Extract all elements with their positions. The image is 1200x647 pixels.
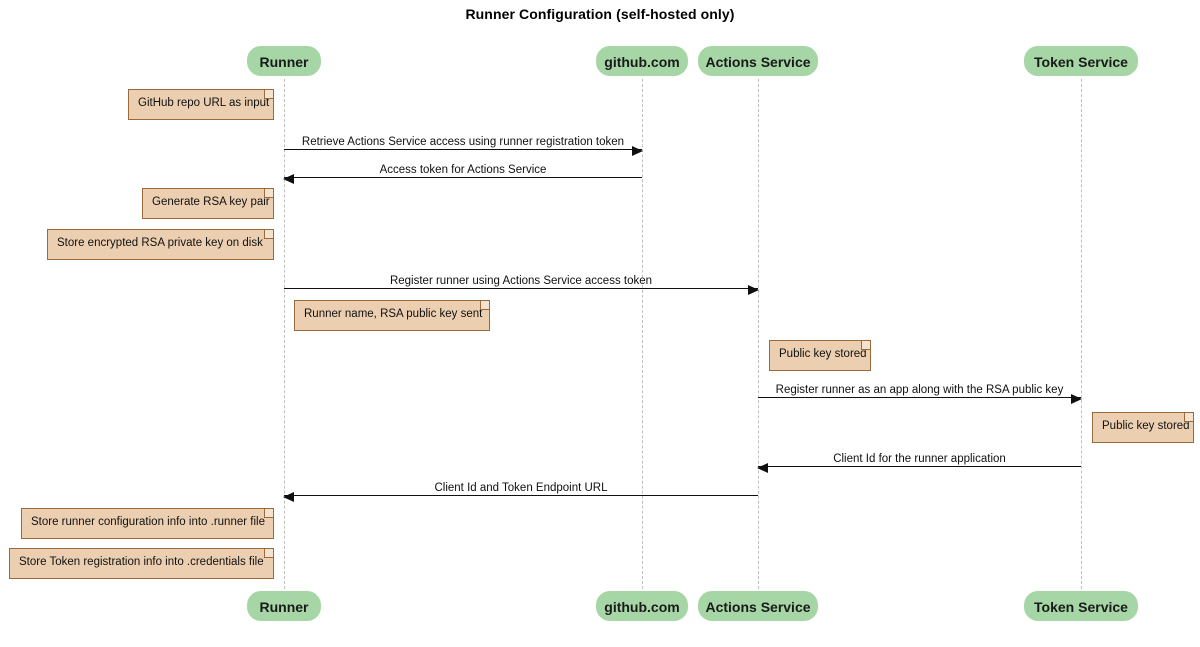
- note-public-key-stored-actions: Public key stored: [769, 340, 871, 371]
- message-line: [758, 466, 1081, 467]
- message-line: [758, 397, 1081, 398]
- message-register-runner-using-access-token: Register runner using Actions Service ac…: [284, 267, 759, 295]
- lifeline-actions: [758, 79, 759, 589]
- arrow-head-left-icon: [283, 491, 294, 502]
- note-public-key-stored-token: Public key stored: [1092, 412, 1194, 443]
- participant-runner-top[interactable]: Runner: [247, 46, 321, 76]
- lifeline-runner: [284, 79, 285, 589]
- arrow-head-left-icon: [757, 462, 768, 473]
- participant-actions-bottom[interactable]: Actions Service: [698, 591, 818, 621]
- message-retrieve-actions-service-access: Retrieve Actions Service access using ru…: [284, 128, 643, 156]
- participant-github-top[interactable]: github.com: [596, 46, 688, 76]
- message-line: [284, 149, 642, 150]
- arrow-head-left-icon: [283, 173, 294, 184]
- note-generate-rsa-key-pair: Generate RSA key pair: [142, 188, 274, 219]
- message-client-id-for-runner-application: Client Id for the runner application: [757, 445, 1081, 473]
- message-label: Retrieve Actions Service access using ru…: [301, 136, 625, 148]
- message-label: Register runner as an app along with the…: [775, 384, 1064, 396]
- message-label: Register runner using Actions Service ac…: [389, 275, 653, 287]
- participant-runner-bottom[interactable]: Runner: [247, 591, 321, 621]
- message-access-token-for-actions-service: Access token for Actions Service: [283, 156, 642, 184]
- message-label: Client Id for the runner application: [833, 453, 1006, 465]
- note-runner-name-rsa-public-key-sent: Runner name, RSA public key sent: [294, 300, 490, 331]
- note-store-token-registration: Store Token registration info into .cred…: [9, 548, 274, 579]
- lifeline-github: [642, 79, 643, 589]
- page-title: Runner Configuration (self-hosted only): [465, 6, 735, 22]
- message-label: Access token for Actions Service: [379, 164, 547, 176]
- arrow-head-right-icon: [748, 284, 759, 295]
- message-line: [284, 495, 758, 496]
- participant-actions-top[interactable]: Actions Service: [698, 46, 818, 76]
- message-line: [284, 288, 758, 289]
- lifeline-token: [1081, 79, 1082, 589]
- message-register-runner-as-app: Register runner as an app along with the…: [758, 376, 1082, 404]
- participant-github-bottom[interactable]: github.com: [596, 591, 688, 621]
- arrow-head-right-icon: [632, 145, 643, 156]
- message-label: Client Id and Token Endpoint URL: [434, 482, 608, 494]
- note-store-encrypted-rsa-private-key: Store encrypted RSA private key on disk: [47, 229, 274, 260]
- participant-token-top[interactable]: Token Service: [1024, 46, 1138, 76]
- participant-token-bottom[interactable]: Token Service: [1024, 591, 1138, 621]
- message-client-id-and-token-endpoint-url: Client Id and Token Endpoint URL: [283, 474, 758, 502]
- note-store-runner-configuration: Store runner configuration info into .ru…: [21, 508, 274, 539]
- note-github-repo-url: GitHub repo URL as input: [128, 89, 274, 120]
- arrow-head-right-icon: [1071, 393, 1082, 404]
- message-line: [284, 177, 642, 178]
